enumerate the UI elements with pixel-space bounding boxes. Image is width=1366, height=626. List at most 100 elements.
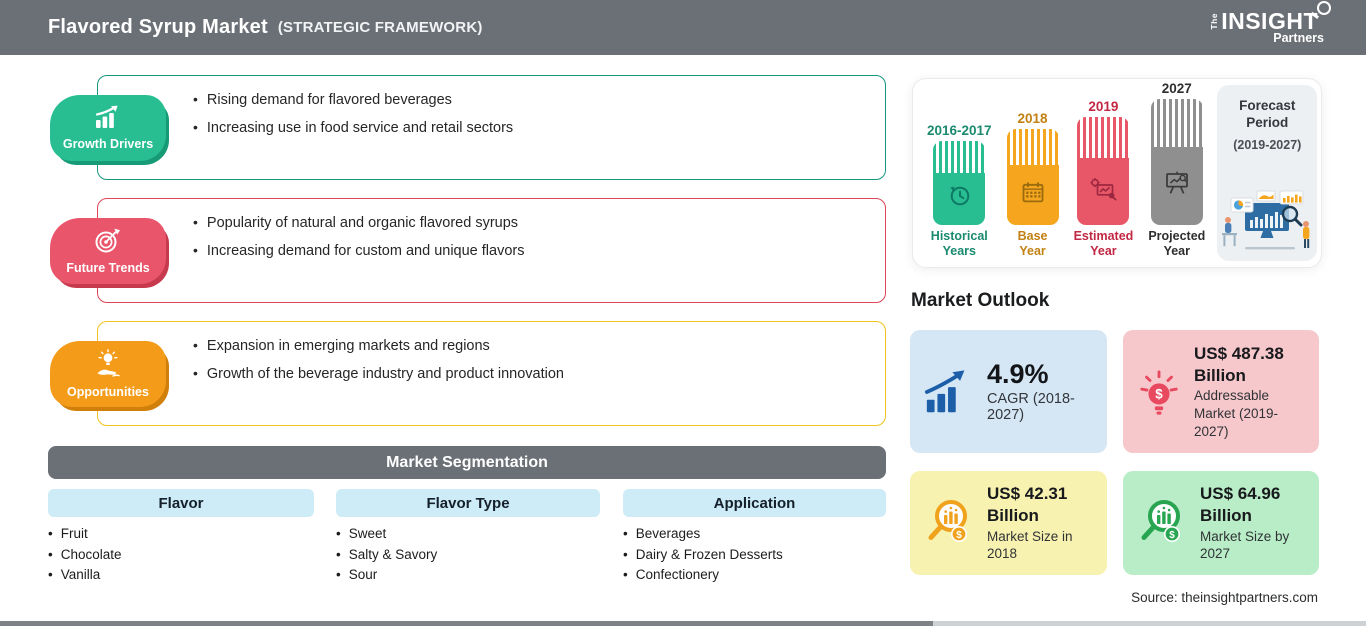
cagr-desc: CAGR (2018-2027) xyxy=(987,391,1075,424)
bulb-hand-icon xyxy=(93,349,123,383)
insight-partners-logo: The INSIGHT Partners xyxy=(1209,1,1331,45)
page-subtitle: (STRATEGIC FRAMEWORK) xyxy=(277,19,483,36)
column-header-flavor: Flavor xyxy=(48,489,314,517)
market-size-2027-value: US$ 64.96 Billion xyxy=(1200,484,1281,525)
cagr-card: 4.9% CAGR (2018-2027) xyxy=(910,330,1107,453)
magnifier-chart-green-icon: $ xyxy=(1136,497,1188,549)
bar-body xyxy=(1150,146,1203,225)
timeline-bar xyxy=(1006,129,1059,225)
magnifier-ring-icon xyxy=(1317,1,1331,15)
timeline-year: 2019 xyxy=(1088,99,1119,114)
logo-partners-text: Partners xyxy=(1273,31,1324,45)
bar-stripe xyxy=(1150,99,1203,147)
list-item: Dairy & Frozen Desserts xyxy=(623,545,783,566)
opportunities-badge: Opportunities xyxy=(50,341,166,407)
magnifier-chart-orange-icon: $ xyxy=(923,497,975,549)
logo-the-text: The xyxy=(1209,13,1220,30)
svg-text:$: $ xyxy=(1169,530,1175,541)
history-clock-icon xyxy=(945,182,973,215)
header-bar: Flavored Syrup Market (STRATEGIC FRAMEWO… xyxy=(0,0,1366,55)
svg-text:$: $ xyxy=(956,530,962,541)
bulb-dollar-icon: $ xyxy=(1136,366,1182,418)
timeline-historical-years: 2016-2017 Histori xyxy=(927,123,992,259)
timeline-bars: 2016-2017 Histori xyxy=(927,81,1206,261)
market-size-2018-value: US$ 42.31 Billion xyxy=(987,484,1068,525)
application-list: Beverages Dairy & Frozen Desserts Confec… xyxy=(623,524,783,586)
opportunities-bullet: Growth of the beverage industry and prod… xyxy=(193,365,865,383)
forecast-period-range: (2019-2027) xyxy=(1233,137,1302,152)
page-title: Flavored Syrup Market xyxy=(48,16,268,38)
cagr-growth-icon xyxy=(923,369,975,415)
svg-text:$: $ xyxy=(1155,386,1163,401)
column-header-label: Application xyxy=(713,494,796,512)
timeline-estimated-year: 2019 xyxy=(1074,99,1134,259)
bar-body xyxy=(1077,158,1130,225)
market-size-2018-desc: Market Size in 2018 xyxy=(987,528,1073,562)
list-item: Sweet xyxy=(336,524,437,545)
timeline-base-year: 2018 xyxy=(1006,111,1059,259)
horizontal-scrollbar[interactable] xyxy=(0,621,1366,626)
growth-drivers-bullet: Rising demand for flavored beverages xyxy=(193,91,865,109)
timeline-year: 2018 xyxy=(1017,111,1048,126)
timeline-card: 2016-2017 Histori xyxy=(912,78,1322,268)
bar-stripe xyxy=(933,141,986,173)
market-segmentation-header: Market Segmentation xyxy=(48,446,886,479)
market-outlook-title: Market Outlook xyxy=(911,290,1050,311)
timeline-year: 2016-2017 xyxy=(927,123,992,138)
list-item: Fruit xyxy=(48,524,122,545)
market-segmentation-title: Market Segmentation xyxy=(386,453,548,471)
list-item: Salty & Savory xyxy=(336,545,438,566)
source-attribution: Source: theinsightpartners.com xyxy=(1131,590,1318,605)
bar-body xyxy=(933,172,986,225)
list-item: Confectionery xyxy=(623,565,783,586)
list-item: Beverages xyxy=(623,524,783,545)
opportunities-label: Opportunities xyxy=(67,385,149,399)
column-header-flavor-type: Flavor Type xyxy=(336,489,600,517)
opportunities-box: Expansion in emerging markets and region… xyxy=(97,321,886,426)
calendar-icon xyxy=(1020,180,1046,211)
column-header-label: Flavor xyxy=(158,494,204,512)
growth-drivers-label: Growth Drivers xyxy=(62,137,154,151)
timeline-year: 2027 xyxy=(1161,81,1192,96)
column-header-application: Application xyxy=(623,489,886,517)
flavor-list: Fruit Chocolate Vanilla xyxy=(48,524,122,586)
timeline-bar xyxy=(1077,117,1130,225)
addressable-market-card: $ US$ 487.38 Billion Addressable Market … xyxy=(1123,330,1319,453)
analytics-screen-icon xyxy=(1088,176,1118,207)
target-icon xyxy=(93,227,123,259)
list-item: Vanilla xyxy=(48,565,122,586)
logo-insight-text: INSIGHT xyxy=(1221,8,1318,34)
scrollbar-thumb[interactable] xyxy=(0,621,933,626)
future-trends-badge: Future Trends xyxy=(50,218,166,284)
future-trends-bullet: Increasing demand for custom and unique … xyxy=(193,242,865,260)
list-item: Chocolate xyxy=(48,545,122,566)
timeline-bar xyxy=(933,141,986,225)
addressable-market-value: US$ 487.38 Billion xyxy=(1194,343,1284,385)
growth-drivers-box: Rising demand for flavored beverages Inc… xyxy=(97,75,886,180)
logo-row: The INSIGHT xyxy=(1209,1,1331,34)
market-size-2027-desc: Market Size by 2027 xyxy=(1200,528,1290,562)
presentation-icon xyxy=(1162,170,1192,201)
growth-drivers-bullet: Increasing use in food service and retai… xyxy=(193,119,865,137)
opportunities-bullet: Expansion in emerging markets and region… xyxy=(193,337,865,355)
timeline-bar xyxy=(1150,99,1203,225)
bar-body xyxy=(1006,165,1059,225)
growth-chart-icon xyxy=(93,105,123,135)
addressable-market-desc: Addressable Market (2019-2027) xyxy=(1194,388,1279,439)
list-item: Sour xyxy=(336,565,437,586)
column-header-label: Flavor Type xyxy=(426,494,510,512)
growth-drivers-badge: Growth Drivers xyxy=(50,95,166,161)
market-size-2018-card: $ US$ 42.31 Billion Market Size in 2018 xyxy=(910,471,1107,575)
bar-stripe xyxy=(1077,117,1130,159)
future-trends-bullet: Popularity of natural and organic flavor… xyxy=(193,214,865,232)
analytics-illustration xyxy=(1217,189,1317,258)
market-size-2027-card: $ US$ 64.96 Billion Market Size by 2027 xyxy=(1123,471,1319,575)
bar-stripe xyxy=(1006,129,1059,166)
